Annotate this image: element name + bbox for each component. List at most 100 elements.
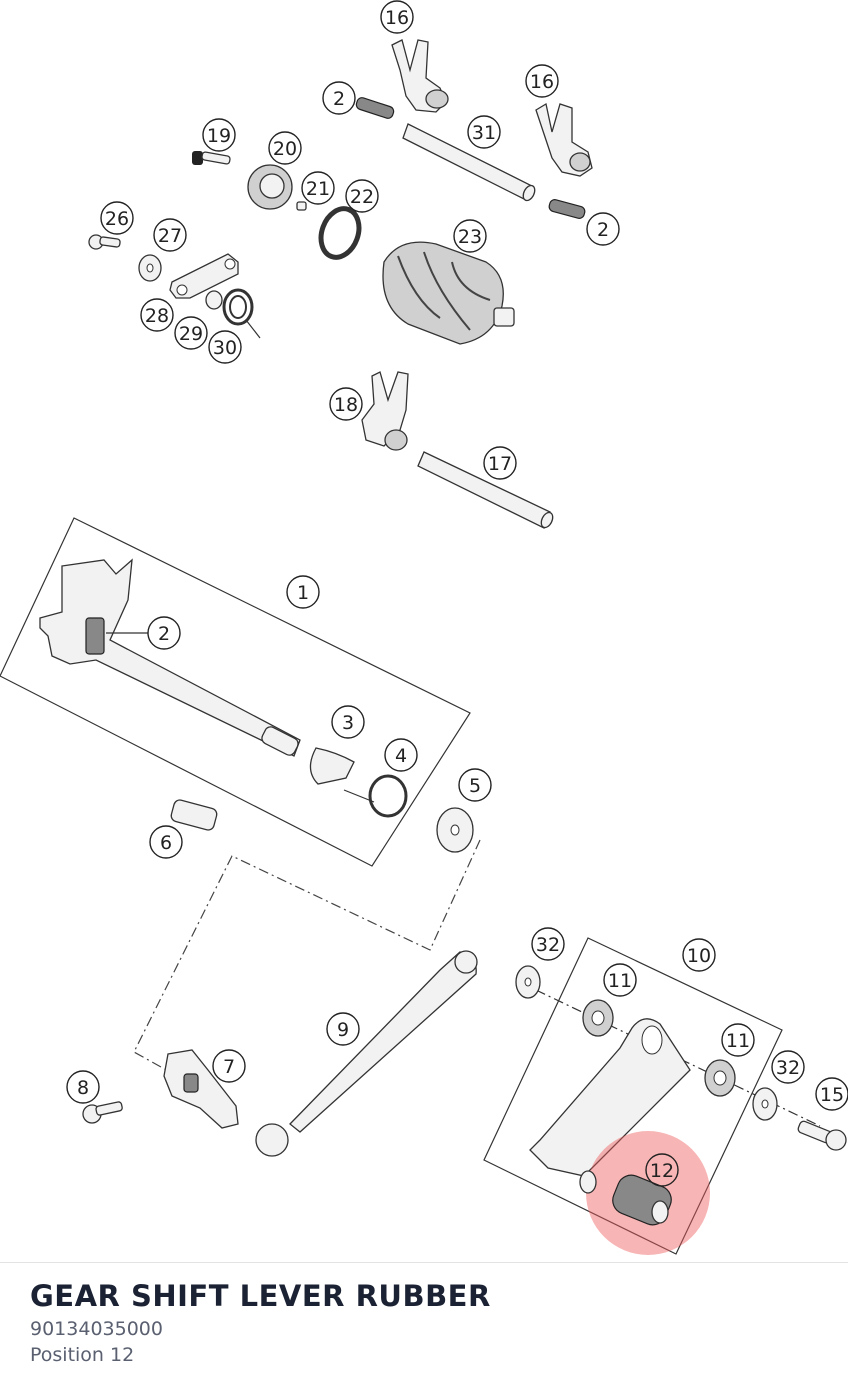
- bolt-6[interactable]: [170, 799, 218, 832]
- shift-rail-17[interactable]: [417, 451, 555, 529]
- shift-shaft-1[interactable]: [39, 558, 301, 757]
- callout-22[interactable]: 22: [345, 179, 379, 213]
- callout-23[interactable]: 23: [453, 219, 487, 253]
- callout-18[interactable]: 18: [329, 387, 363, 421]
- callout-number: 12: [650, 1160, 674, 1182]
- guide-plate-3[interactable]: [309, 747, 355, 785]
- callout-number: 26: [105, 208, 129, 230]
- callout-21[interactable]: 21: [301, 171, 335, 205]
- shift-rod-9[interactable]: [255, 950, 478, 1157]
- callout-8[interactable]: 8: [66, 1070, 100, 1104]
- callout-17[interactable]: 17: [483, 446, 517, 480]
- callout-20[interactable]: 20: [268, 131, 302, 165]
- callout-number: 2: [597, 219, 609, 241]
- callout-bubble: [66, 1070, 100, 1104]
- callout-number: 2: [333, 88, 345, 110]
- callout-number: 5: [469, 775, 481, 797]
- callout-2c[interactable]: 2: [147, 616, 181, 650]
- callout-number: 17: [488, 453, 512, 475]
- callout-number: 10: [687, 945, 711, 967]
- callout-32a[interactable]: 32: [531, 927, 565, 961]
- callout-bubble: [212, 1049, 246, 1083]
- callout-31[interactable]: 31: [467, 115, 501, 149]
- bolt-26[interactable]: [88, 234, 121, 250]
- callout-30[interactable]: 30: [208, 330, 242, 364]
- callout-number: 8: [77, 1077, 89, 1099]
- torsion-spring-30[interactable]: [222, 288, 261, 339]
- callout-28[interactable]: 28: [140, 298, 174, 332]
- shift-fork-18[interactable]: [361, 371, 409, 451]
- bearing-11-right[interactable]: [704, 1059, 736, 1097]
- callout-16b[interactable]: 16: [525, 64, 559, 98]
- callout-10[interactable]: 10: [682, 938, 716, 972]
- spring-4[interactable]: [343, 774, 408, 818]
- pin-21[interactable]: [296, 201, 307, 211]
- callout-number: 6: [160, 832, 172, 854]
- callout-number: 32: [776, 1057, 800, 1079]
- callout-bubble: [326, 1012, 360, 1046]
- shift-drum-23[interactable]: [382, 241, 515, 345]
- callout-6[interactable]: 6: [149, 825, 183, 859]
- callout-number: 9: [337, 1019, 349, 1041]
- callout-number: 28: [145, 305, 169, 327]
- callout-19[interactable]: 19: [202, 118, 236, 152]
- shift-rail-31[interactable]: [402, 123, 537, 202]
- washer-29[interactable]: [205, 290, 223, 310]
- callout-bubble: [458, 768, 492, 802]
- callout-4[interactable]: 4: [384, 738, 418, 772]
- callout-bubble: [322, 81, 356, 115]
- callout-number: 21: [306, 178, 330, 200]
- washer-27[interactable]: [138, 254, 162, 282]
- callout-5[interactable]: 5: [458, 768, 492, 802]
- callout-12[interactable]: 12: [645, 1153, 679, 1187]
- spring-2-top[interactable]: [355, 96, 395, 119]
- callout-bubble: [771, 1050, 805, 1084]
- callout-7[interactable]: 7: [212, 1049, 246, 1083]
- spring-2-right[interactable]: [548, 199, 586, 220]
- shift-fork-16-left[interactable]: [391, 39, 449, 113]
- locking-lever-28[interactable]: [169, 253, 239, 299]
- callout-2b[interactable]: 2: [586, 212, 620, 246]
- callout-bubble: [380, 0, 414, 34]
- callout-number: 11: [726, 1030, 750, 1052]
- bolt-15[interactable]: [797, 1120, 847, 1151]
- shift-fork-16-right[interactable]: [535, 102, 593, 177]
- callout-number: 27: [158, 225, 182, 247]
- callout-3[interactable]: 3: [331, 705, 365, 739]
- callout-number: 30: [213, 337, 237, 359]
- washer-32-right[interactable]: [752, 1087, 778, 1121]
- callout-11b[interactable]: 11: [721, 1023, 755, 1057]
- callout-15[interactable]: 15: [815, 1077, 848, 1111]
- bearing-11-left[interactable]: [582, 999, 614, 1037]
- shift-lever-10[interactable]: [529, 1018, 691, 1177]
- callout-number: 7: [223, 1056, 235, 1078]
- callout-32b[interactable]: 32: [771, 1050, 805, 1084]
- callout-number: 2: [158, 623, 170, 645]
- callout-26[interactable]: 26: [100, 201, 134, 235]
- callout-2a[interactable]: 2: [322, 81, 356, 115]
- clamp-7[interactable]: [163, 1049, 239, 1129]
- bolt-8[interactable]: [82, 1101, 123, 1124]
- part-name: GEAR SHIFT LEVER RUBBER: [30, 1279, 491, 1313]
- washer-5[interactable]: [436, 807, 474, 853]
- callout-11a[interactable]: 11: [603, 963, 637, 997]
- callout-bubble: [100, 201, 134, 235]
- o-ring-22[interactable]: [315, 203, 366, 262]
- screw-19[interactable]: [192, 151, 231, 165]
- callout-1[interactable]: 1: [286, 575, 320, 609]
- spring-2-shaft[interactable]: [85, 617, 105, 655]
- callout-29[interactable]: 29: [174, 316, 208, 350]
- washer-32-left[interactable]: [515, 965, 541, 999]
- gear-shift-lever-rubber-12[interactable]: [579, 1170, 675, 1229]
- callout-bubble: [174, 316, 208, 350]
- callout-number: 15: [820, 1084, 844, 1106]
- callout-bubble: [467, 115, 501, 149]
- callout-16a[interactable]: 16: [380, 0, 414, 34]
- callout-number: 4: [395, 745, 407, 767]
- callout-27[interactable]: 27: [153, 218, 187, 252]
- callout-9[interactable]: 9: [326, 1012, 360, 1046]
- callout-number: 31: [472, 122, 496, 144]
- callout-bubble: [147, 616, 181, 650]
- shift-star-20[interactable]: [247, 164, 293, 210]
